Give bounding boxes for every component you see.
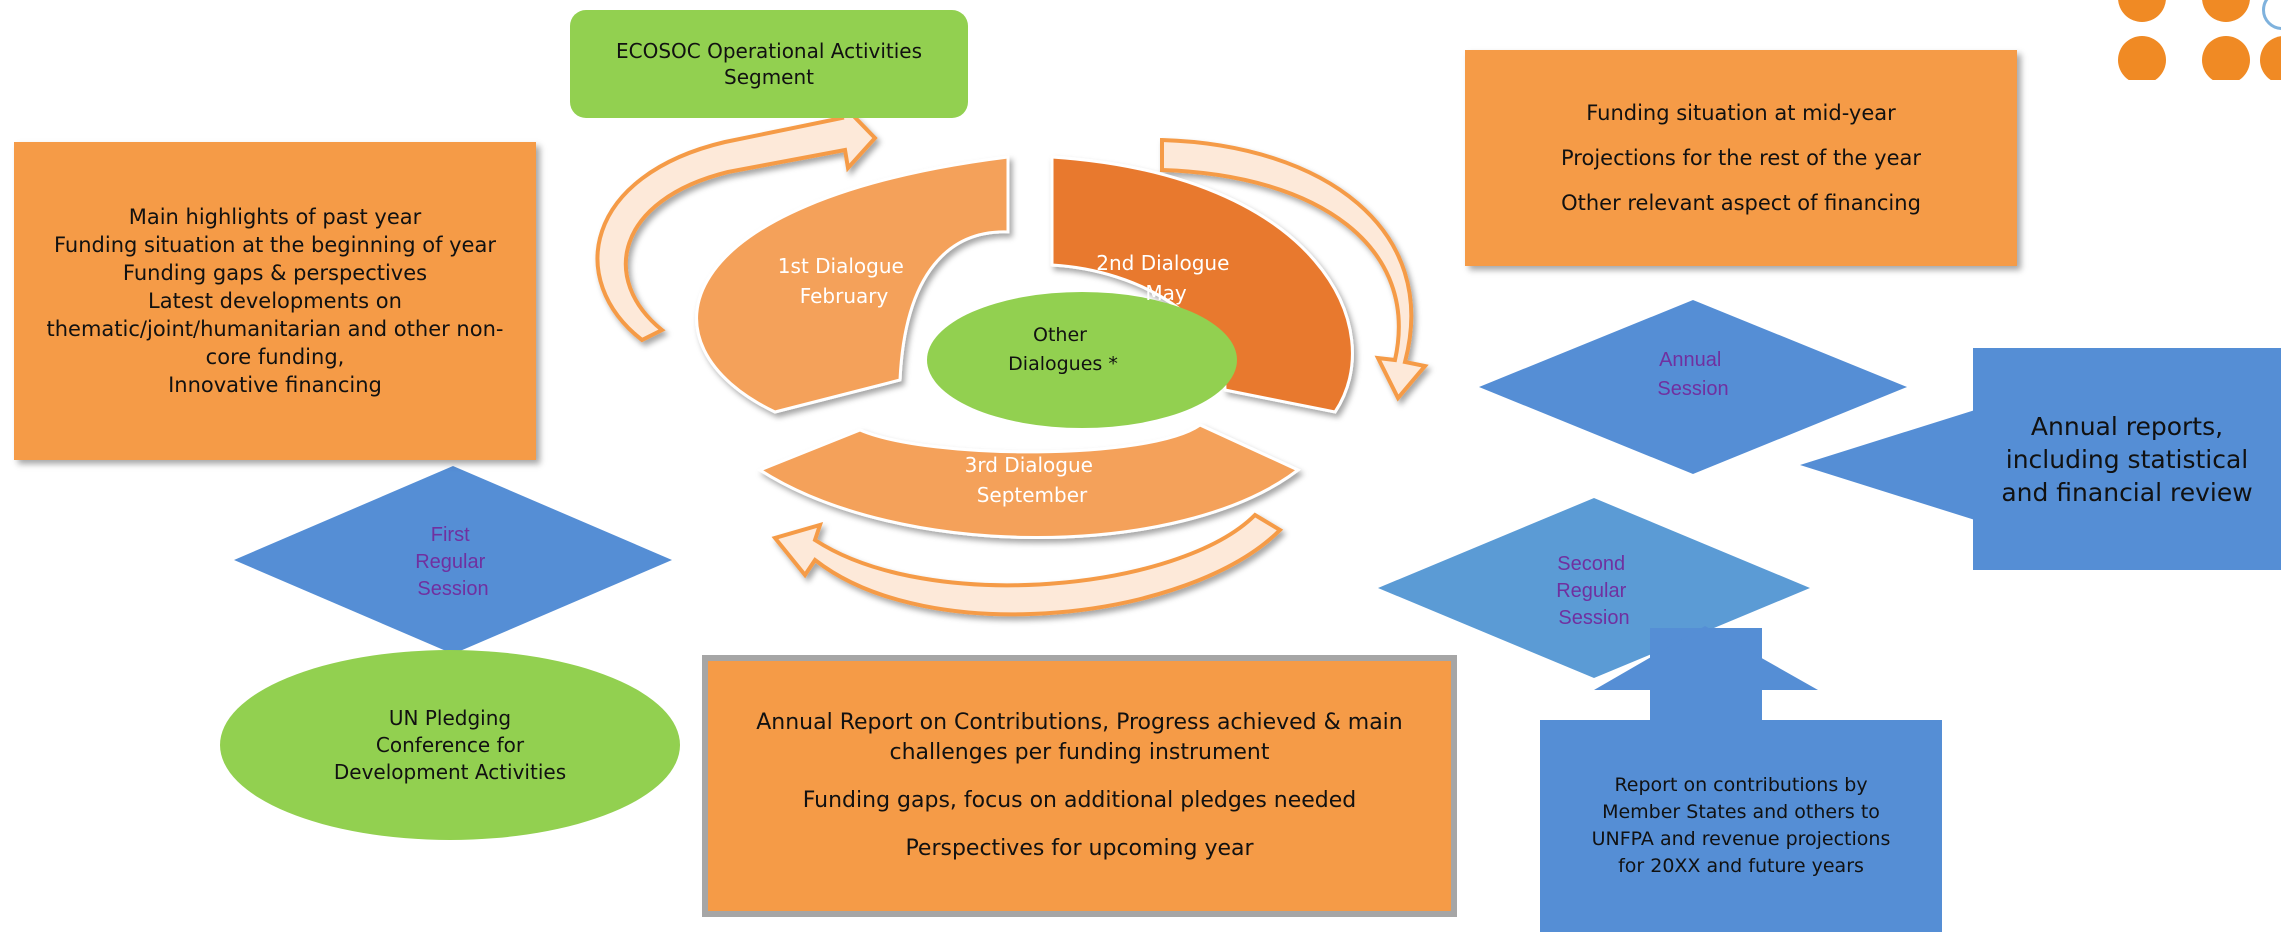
dialogue-segment-third <box>756 423 1301 539</box>
third-dialogue-line-2: September <box>977 483 1088 507</box>
second-regular-session-label: Second Regular Session <box>1556 553 1632 629</box>
second-dialogue-line-1: 2nd Dialogue <box>1096 251 1229 275</box>
diamond-first-regular-session-icon <box>234 466 672 654</box>
first-dialogue-line-2: February <box>800 284 889 308</box>
first-dialogue-line-1: 1st Dialogue <box>778 254 904 278</box>
diamond-annual-session-icon <box>1479 300 1907 474</box>
arrow-up-head-icon <box>1594 626 1818 690</box>
mid-year-box: Funding situation at mid-year Projection… <box>1465 50 2017 266</box>
second-dialogue-line-2: May <box>1145 281 1187 305</box>
annual-session-line-2: Session <box>1657 378 1728 400</box>
mid-year-line-3: Other relevant aspect of financing <box>1561 190 1921 215</box>
second-regular-session-line-1: Second <box>1557 553 1625 575</box>
logo <box>2110 0 2281 80</box>
first-regular-session-line-3: Session <box>417 578 488 600</box>
first-regular-session-line-1: First <box>431 524 470 546</box>
dialogue-segment-first <box>695 155 1010 414</box>
report-contributions-text: Report on contributions by Member States… <box>1591 774 1891 877</box>
second-regular-session-line-3: Session <box>1558 607 1629 629</box>
past-year-line-5: Innovative financing <box>168 373 382 397</box>
other-dialogues-line-2: Dialogues * <box>1008 353 1118 375</box>
first-dialogue-label: 1st Dialogue February <box>778 254 910 308</box>
second-dialogue-label: 2nd Dialogue May <box>1096 251 1236 305</box>
curved-arrow-bottom-icon <box>771 512 1284 617</box>
annual-report-line-3: Perspectives for upcoming year <box>905 836 1254 861</box>
annual-report-line-1: Annual Report on Contributions, Progress… <box>756 710 1403 765</box>
third-dialogue-label: 3rd Dialogue September <box>965 453 1100 507</box>
past-year-line-3: Funding gaps & perspectives <box>122 261 428 285</box>
other-dialogues-label: Other Dialogues * <box>1008 324 1118 375</box>
annual-session-label: Annual Session <box>1657 349 1728 400</box>
first-regular-session-line-2: Regular <box>415 551 485 573</box>
mid-year-line-1: Funding situation at mid-year <box>1586 100 1896 125</box>
other-dialogues-line-1: Other <box>1033 324 1087 346</box>
past-year-line-4: Latest developments on thematic/joint/hu… <box>46 289 504 369</box>
annual-report-line-2: Funding gaps, focus on additional pledge… <box>802 788 1357 813</box>
arrow-left-icon <box>1800 348 1978 560</box>
ecosoc-text: ECOSOC Operational Activities Segment <box>615 39 923 89</box>
logo-dot-icon <box>2260 36 2281 80</box>
curved-arrow-right-icon <box>1160 137 1429 402</box>
past-year-line-1: Main highlights of past year <box>128 205 422 229</box>
annual-report-box: Annual Report on Contributions, Progress… <box>702 655 1457 917</box>
curved-arrow-top-left-icon <box>595 93 878 343</box>
past-year-line-2: Funding situation at the beginning of ye… <box>54 233 496 257</box>
report-contributions-box: Report on contributions by Member States… <box>1540 720 1942 932</box>
annual-session-line-1: Annual <box>1659 349 1721 371</box>
dialogue-segment-second <box>1050 155 1354 414</box>
ecosoc-box: ECOSOC Operational Activities Segment <box>570 10 968 118</box>
second-regular-session-line-2: Regular <box>1556 580 1626 602</box>
logo-dot-icon <box>2202 0 2250 22</box>
first-regular-session-label: First Regular Session <box>415 524 491 600</box>
pledging-conference-ellipse: UN Pledging Conference for Development A… <box>220 650 680 840</box>
mid-year-line-2: Projections for the rest of the year <box>1561 145 1921 170</box>
annual-reports-text: Annual reports, including statistical an… <box>2001 411 2253 507</box>
logo-dot-icon <box>2202 36 2250 80</box>
logo-dot-icon <box>2118 36 2166 80</box>
other-dialogues-ellipse <box>927 292 1237 428</box>
third-dialogue-line-1: 3rd Dialogue <box>965 453 1093 477</box>
past-year-box: Main highlights of past year Funding sit… <box>14 142 536 460</box>
pledging-conference-text: UN Pledging Conference for Development A… <box>333 705 567 784</box>
logo-globe-icon <box>2262 0 2281 30</box>
annual-reports-box: Annual reports, including statistical an… <box>1973 348 2281 570</box>
logo-dot-icon <box>2118 0 2166 22</box>
